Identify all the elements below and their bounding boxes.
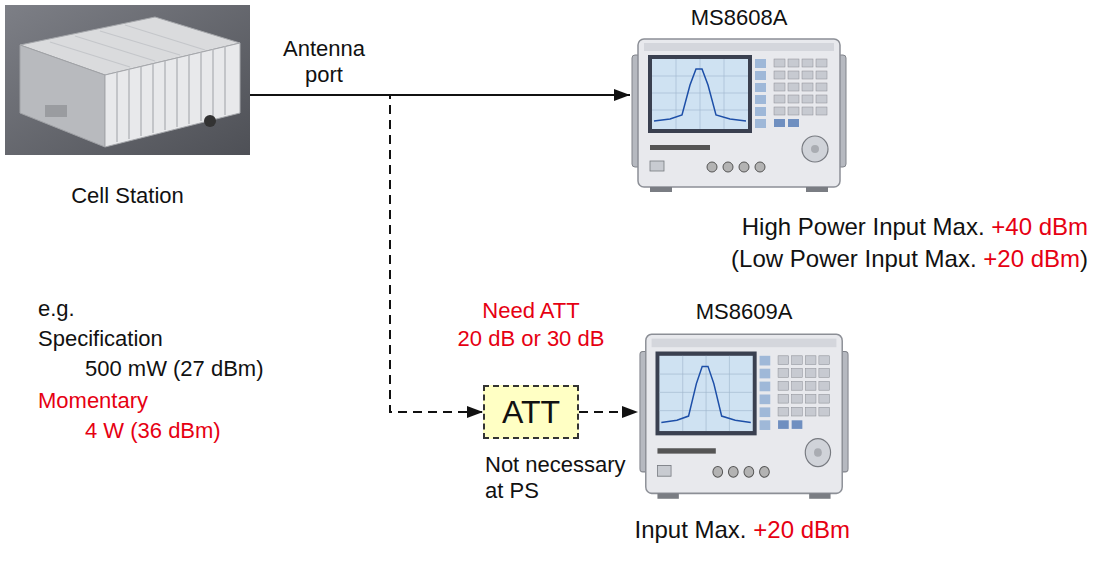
text-line: High Power Input Max.+40 dBm [550, 213, 1088, 242]
dashed-connector [250, 95, 483, 412]
attenuator-box: ATT [483, 385, 579, 439]
spec-text: ) [1080, 245, 1088, 272]
note-highlight: 20 dB or 30 dB [458, 326, 605, 352]
spec-text: Input Max. [634, 516, 746, 543]
ms8608a-photo [632, 39, 846, 192]
cell-station: Cell Station [5, 5, 250, 155]
port-label: Antenna port [272, 36, 376, 89]
spec-text: +20 dBm [753, 516, 850, 543]
note-text: Not necessary at PS [485, 452, 637, 505]
text-line: MS8609A [638, 299, 850, 325]
ms8609a-photo [640, 334, 848, 498]
text-line: Input Max. +20 dBm [568, 516, 850, 545]
text-line: Cell Station [0, 183, 270, 209]
cell-station-photo [5, 5, 250, 155]
analyzer-ms8608a: MS8608AHigh Power Input Max.+40 dBm(Low … [630, 35, 848, 195]
spec-text: +40 dBm [991, 213, 1088, 240]
note-text: Specification [38, 326, 163, 352]
text-line: (Low Power Input Max. +20 dBm) [550, 245, 1088, 274]
note-text: e.g. [38, 296, 75, 322]
device-label: MS8609A [696, 299, 793, 324]
device-label: Cell Station [71, 183, 184, 208]
dashed-connector [579, 411, 638, 413]
signal-line [250, 94, 630, 96]
spec-text: High Power Input Max. [742, 213, 985, 240]
spec-text: +20 dBm [983, 245, 1080, 272]
spec-text: (Low Power Input Max. [731, 245, 976, 272]
device-label: MS8608A [691, 5, 788, 30]
box-label: ATT [502, 394, 560, 431]
text-line: MS8608A [630, 5, 848, 31]
note-text: 500 mW (27 dBm) [85, 356, 264, 382]
note-highlight: Need ATT [482, 298, 579, 324]
note-highlight: Momentary [38, 388, 148, 414]
note-highlight: 4 W (36 dBm) [85, 418, 221, 444]
analyzer-ms8609a: MS8609AInput Max.+20 dBm [638, 330, 850, 502]
